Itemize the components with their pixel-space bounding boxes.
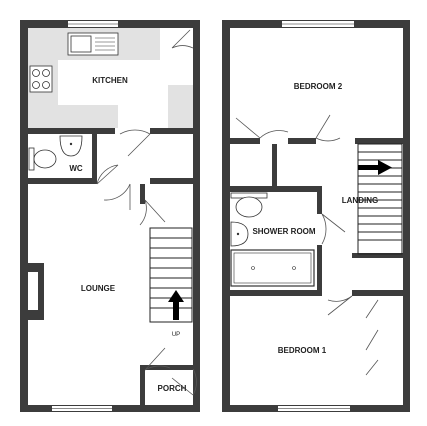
cupboard-wall [352, 253, 410, 258]
under-stairs-door [139, 199, 166, 226]
first-wall-left [222, 20, 230, 412]
kitchen-wall-left [20, 128, 115, 134]
shower-wall-right-lower [317, 245, 322, 290]
bedroom-1-door [327, 295, 353, 316]
shower-basin-icon [230, 221, 249, 247]
kitchen-label: KITCHEN [92, 76, 128, 85]
ground-wall-right [193, 20, 200, 412]
porch-wall-left [140, 365, 145, 410]
ground-wall-left [20, 20, 28, 412]
bedroom-2-wall-stair [355, 138, 410, 144]
ground-floor: KITCHEN WC LOUNGE PORCH UP [20, 20, 200, 412]
first-floor: BEDROOM 2 LANDING SHOWER ROOM BEDROOM 1 [222, 20, 410, 412]
wc-label: WC [69, 164, 83, 173]
landing-closet-wall [272, 144, 277, 186]
ground-stairs [149, 227, 193, 323]
shower-tray-icon [230, 249, 315, 287]
wc-wall-bottom [20, 178, 92, 184]
hob-icon [29, 65, 53, 93]
kitchen-door [171, 29, 194, 49]
shower-room-door [321, 213, 346, 245]
bedroom-2-wall-left [222, 138, 260, 144]
shower-wall-bottom [222, 290, 322, 296]
kitchen-wall-right [150, 128, 200, 134]
porch-label: PORCH [158, 384, 187, 393]
wc-toilet-icon [28, 147, 57, 171]
shower-wall-top [222, 186, 322, 192]
first-stairs [357, 143, 403, 255]
hall-wall-stub [140, 184, 145, 204]
stairs-up-arrow-icon [168, 290, 184, 320]
bedroom-1-label: BEDROOM 1 [278, 346, 327, 355]
front-door [171, 368, 197, 396]
kitchen-counter-bottom [28, 105, 118, 128]
landing-label: LANDING [342, 196, 378, 205]
wc-basin-icon [59, 135, 83, 157]
shower-toilet-icon [230, 192, 268, 218]
wc-door [96, 164, 119, 185]
shower-room-label: SHOWER ROOM [252, 227, 315, 236]
bedroom-2-label: BEDROOM 2 [294, 82, 343, 91]
bedroom-2-wall-right [288, 138, 316, 144]
landing-closet-door [315, 114, 341, 142]
first-wall-right [403, 20, 410, 412]
kitchen-hall-door [119, 129, 151, 157]
landing-wall-bottom [352, 290, 410, 296]
porch-wall-top [140, 365, 200, 370]
bedroom-1-wardrobe-doors [365, 299, 379, 376]
fireplace [28, 272, 38, 310]
kitchen-appliance [168, 85, 193, 128]
hall-door [103, 183, 131, 210]
stairs-direction-arrow-icon [358, 160, 392, 175]
shower-wall-right-upper [317, 186, 322, 214]
porch-door [144, 347, 171, 371]
wc-wall-right [92, 134, 97, 184]
kitchen-sink-icon [67, 32, 119, 56]
hall-wall-bottom [150, 178, 200, 184]
bedroom-2-door [235, 117, 289, 139]
stairs-up-label: UP [172, 332, 180, 338]
lounge-label: LOUNGE [81, 284, 116, 293]
